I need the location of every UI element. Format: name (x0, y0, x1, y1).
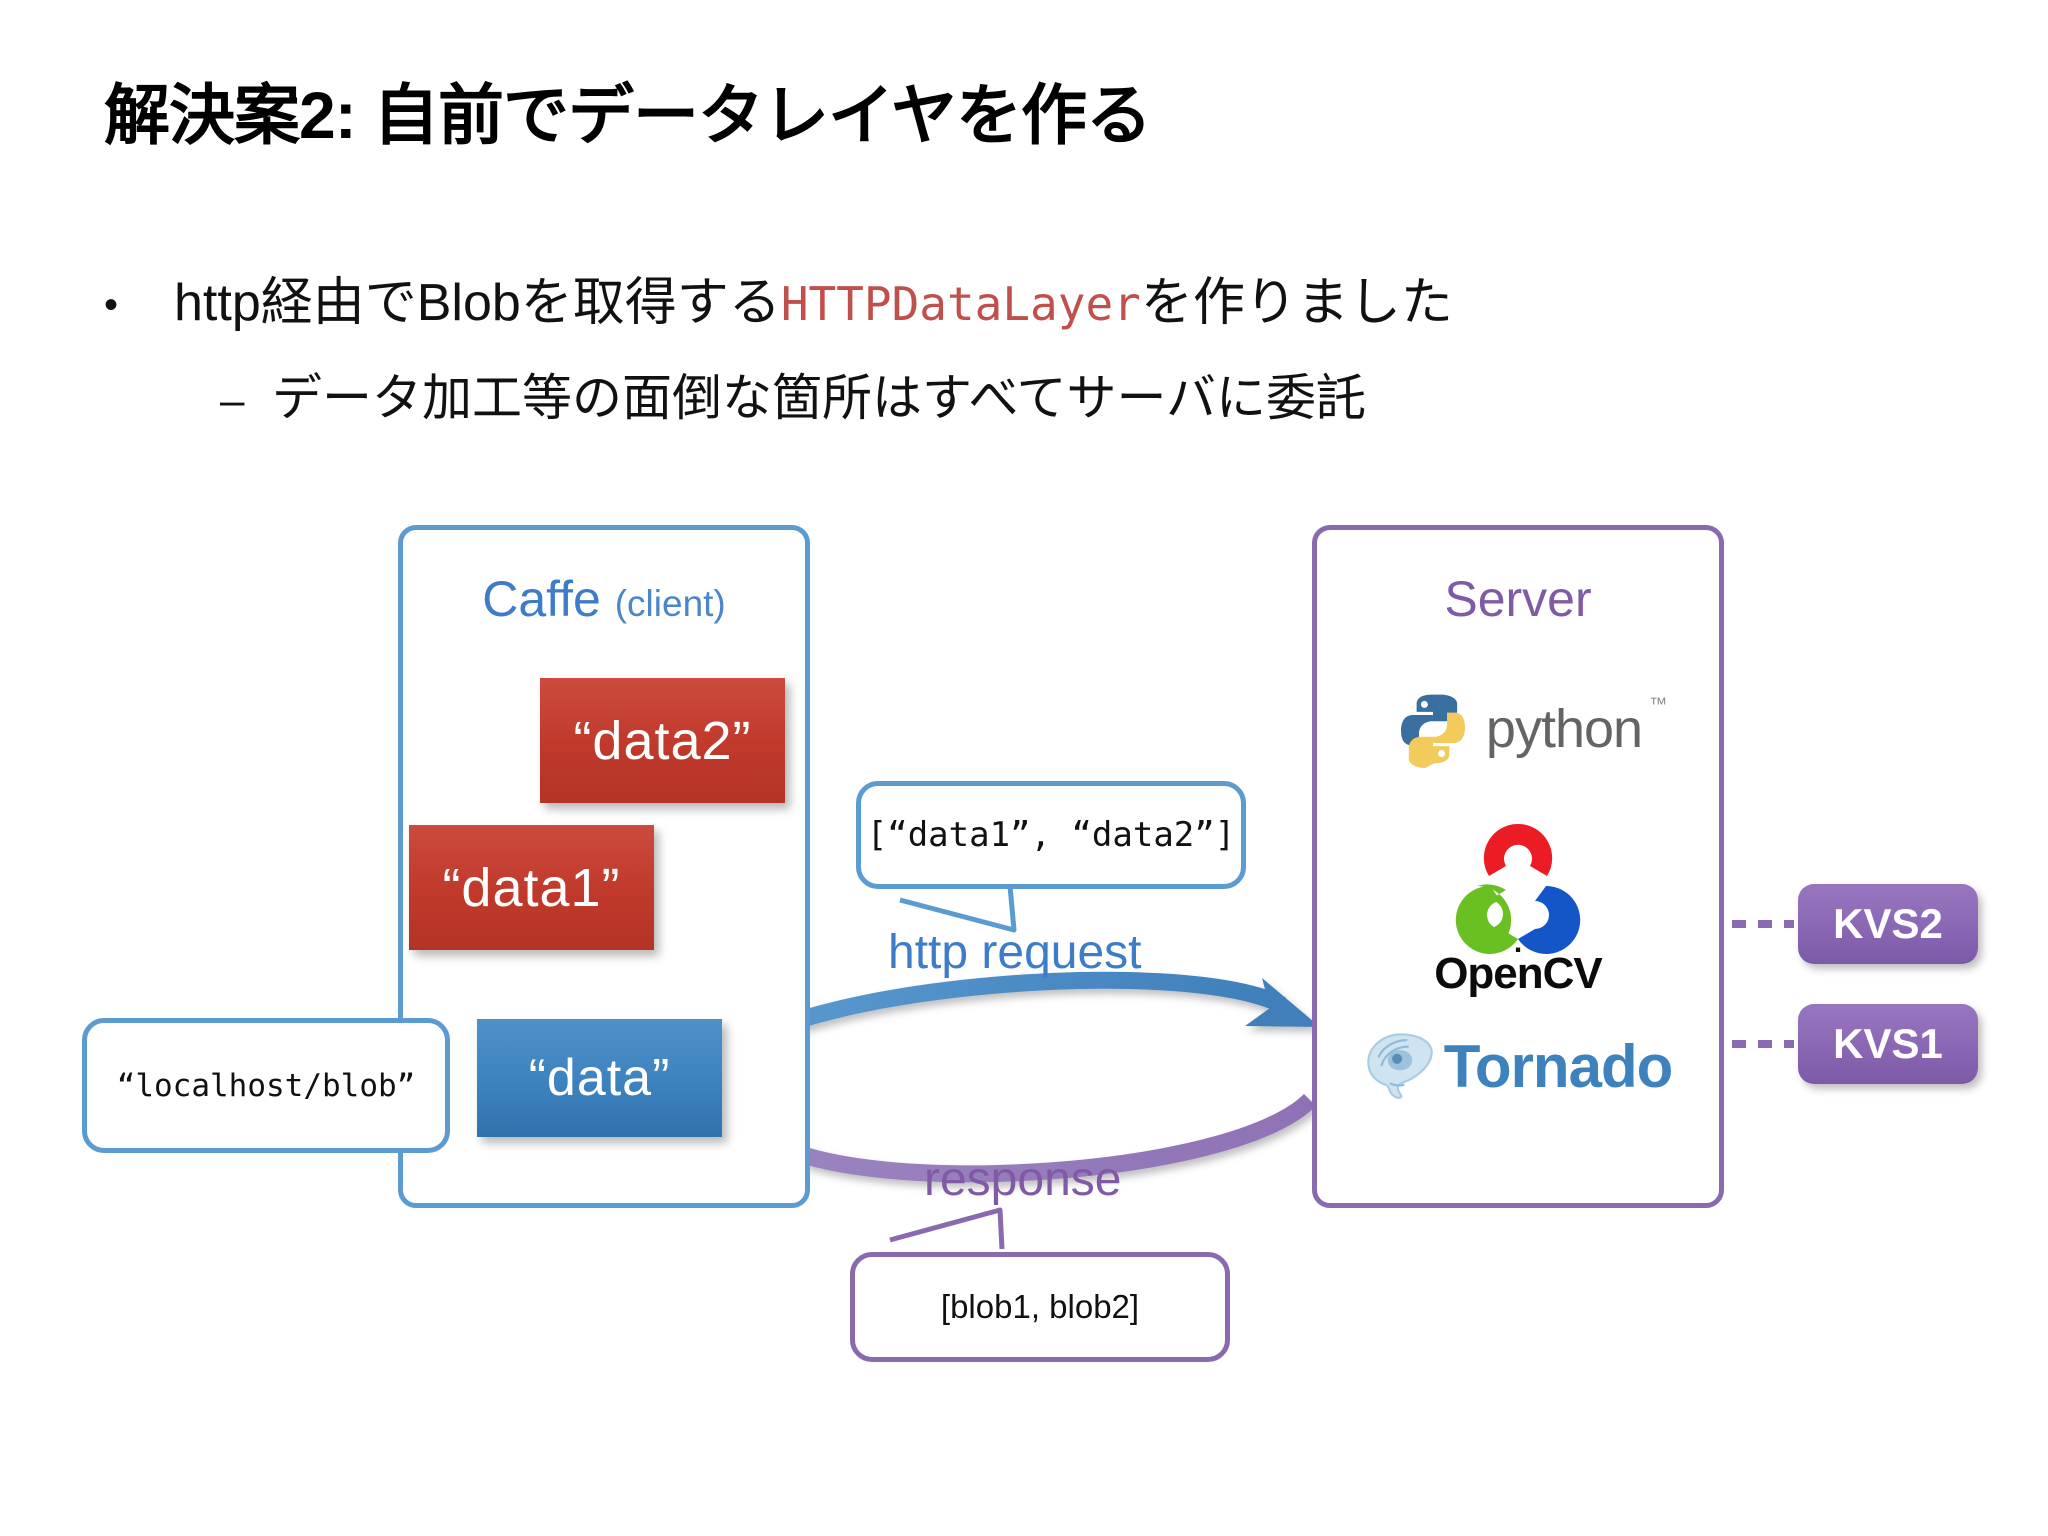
client-panel-title-sub: (client) (614, 583, 726, 624)
localhost-callout[interactable]: “localhost/blob” (82, 1018, 450, 1153)
trademark-icon: ™ (1649, 694, 1667, 714)
request-payload-callout[interactable]: [“data1”, “data2”] (856, 781, 1246, 889)
sub-bullet-marker-icon: – (220, 376, 245, 425)
response-label: response (924, 1153, 1122, 1206)
request-callout-tail (899, 885, 1017, 933)
response-callout-tail (889, 1207, 1005, 1250)
data-layer-box[interactable]: “data” (477, 1019, 722, 1137)
kvs2-node[interactable]: KVS2 (1798, 884, 1978, 964)
tornado-glyph-icon (1366, 1033, 1433, 1099)
bullet-marker-icon: • (104, 283, 119, 327)
bullet-1-code-token: HTTPDataLayer (780, 277, 1141, 331)
server-panel-title: Server (1444, 571, 1592, 627)
kvs1-node[interactable]: KVS1 (1798, 1004, 1978, 1084)
kvs1-connector (1732, 1040, 1794, 1048)
tornado-logo: Tornado (1317, 1030, 1719, 1102)
bullet-1-text-before: http経由でBlobを取得する (174, 274, 781, 332)
client-panel-title: Caffe (client) (403, 570, 805, 628)
blob-box-data2[interactable]: “data2” (540, 678, 785, 803)
blob-box-data1[interactable]: “data1” (409, 825, 654, 950)
opencv-logo: . OpenCV (1317, 820, 1719, 999)
tornado-wordmark: Tornado (1443, 1032, 1674, 1100)
http-request-label: http request (888, 926, 1142, 979)
bullet-2-text: データ加工等の面倒な箇所はすべてサーバに委託 (272, 370, 1366, 426)
python-glyph-icon (1400, 694, 1465, 768)
bullet-1-text-after: を作りました (1140, 274, 1453, 332)
kvs2-connector (1732, 920, 1794, 928)
page-title: 解決案2: 自前でデータレイヤを作る (104, 78, 1152, 152)
bullet-item-1: • http経由でBlobを取得するHTTPDataLayerを作りました (104, 274, 1453, 332)
http-request-arrow (716, 971, 1320, 1065)
opencv-wordmark: OpenCV (1434, 949, 1603, 998)
svg-text:.: . (1514, 926, 1522, 955)
client-panel-title-main: Caffe (482, 571, 601, 627)
bullet-item-2: –データ加工等の面倒な箇所はすべてサーバに委託 (220, 358, 1366, 430)
response-payload-callout[interactable]: [blob1, blob2] (850, 1252, 1230, 1362)
opencv-glyph-icon: . (1455, 823, 1581, 955)
